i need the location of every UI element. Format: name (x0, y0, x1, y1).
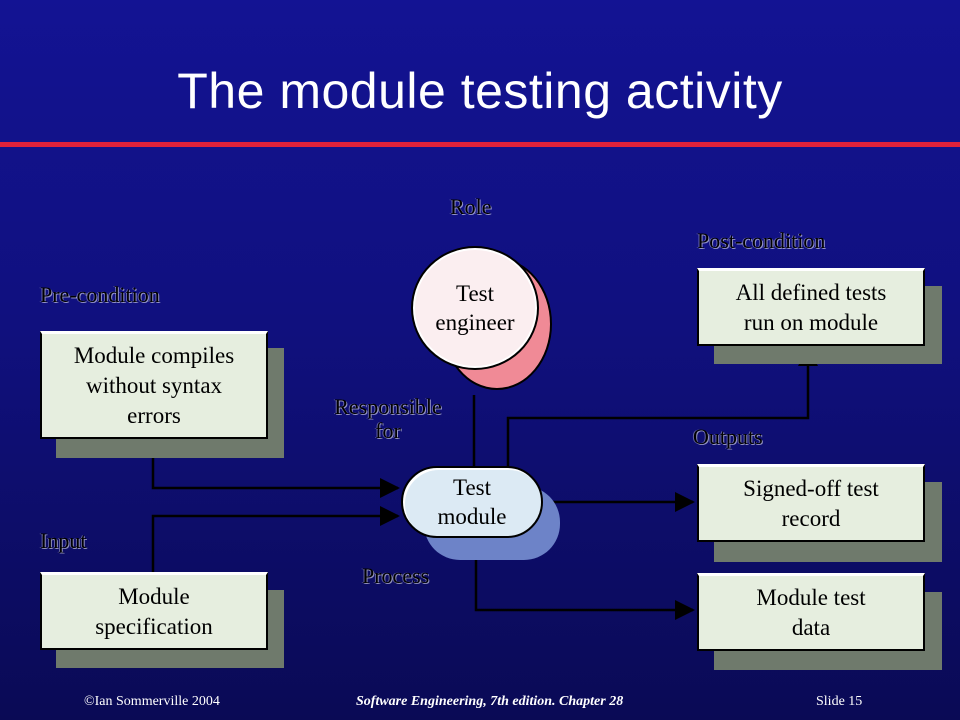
postcondition-box: All defined tests run on module (697, 268, 925, 346)
post-condition-label: Post-condition (697, 228, 826, 253)
title-divider (0, 142, 960, 147)
role-label: Role (450, 194, 492, 219)
input-box: Module specification (40, 572, 268, 650)
role-node-test-engineer (411, 246, 539, 370)
precondition-box: Module compiles without syntax errors (40, 331, 268, 439)
pre-condition-label: Pre-condition (40, 282, 160, 307)
responsible-for-label: Responsible for (334, 394, 442, 443)
process-node-test-module (401, 466, 543, 538)
outputs-label: Outputs (693, 424, 763, 449)
role-node-text: Test engineer (435, 281, 515, 335)
slide-title: The module testing activity (177, 63, 783, 119)
process-to-testdata-arrow (474, 535, 695, 620)
footer-copyright: ©Ian Sommerville 2004 (84, 694, 220, 709)
input-label: Input (40, 528, 87, 553)
footer-book: Software Engineering, 7th edition. Chapt… (356, 694, 624, 709)
process-to-postcondition-arrow (506, 346, 818, 470)
process-node-text: Test module (437, 475, 507, 529)
output-data-box: Module test data (697, 573, 925, 651)
footer-slide-number: Slide 15 (816, 694, 863, 709)
output-record-box: Signed-off test record (697, 464, 925, 542)
process-label: Process (362, 563, 430, 588)
input-to-process-arrow (151, 506, 400, 572)
